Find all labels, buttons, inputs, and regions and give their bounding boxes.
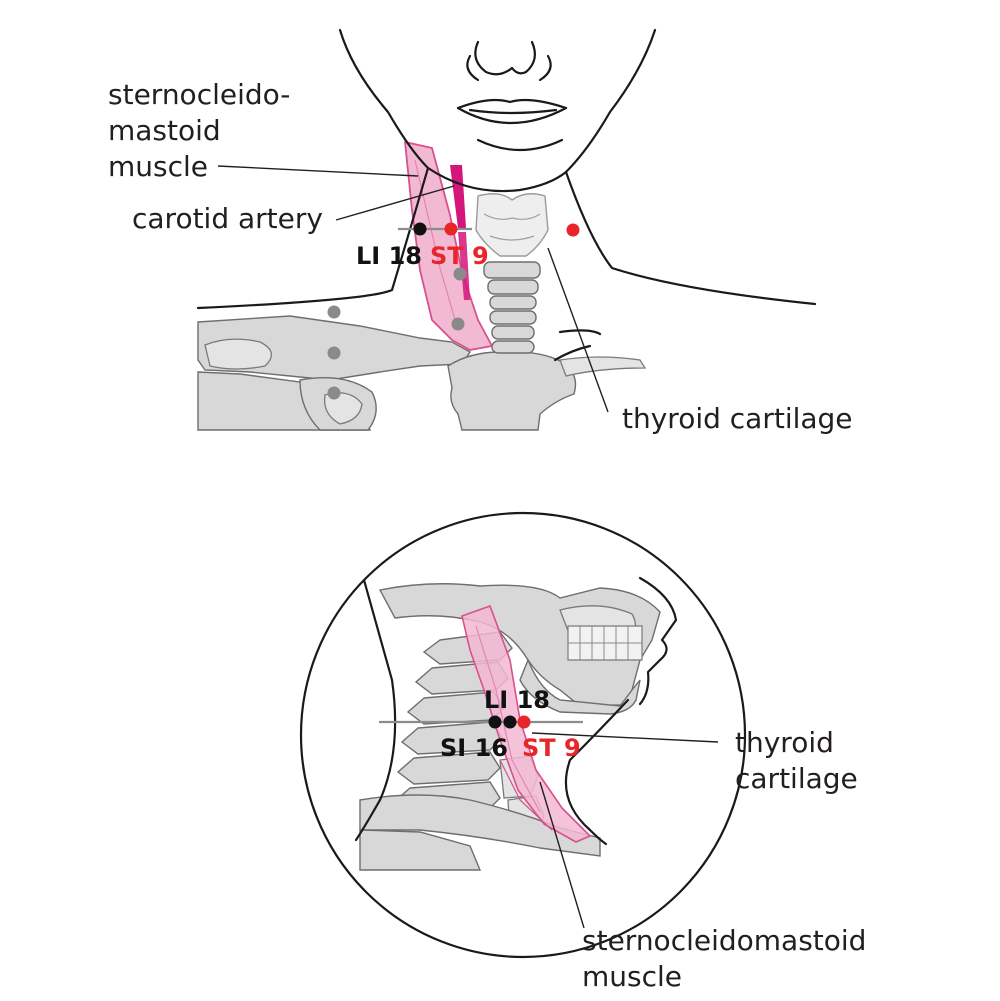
- front-thyroid-cartilage-shape: [475, 193, 549, 257]
- side-view-illustration: LI 18 SI 16 ST 9 thyroid cartilage stern…: [299, 511, 866, 993]
- front-st9-label: ST 9: [430, 242, 489, 270]
- front-carotid-leader: [335, 185, 455, 221]
- front-gray-point: [451, 317, 465, 331]
- side-li18-label: LI 18: [484, 686, 550, 714]
- side-thyroid-leader: [531, 732, 719, 743]
- side-scm-leader: [539, 781, 585, 929]
- front-view-illustration: LI 18 ST 9 sternocleido- mastoid muscle …: [108, 28, 853, 435]
- front-thyroid-label: thyroid cartilage: [622, 402, 853, 435]
- front-carotid-label: carotid artery: [132, 202, 323, 235]
- front-scm-leader: [217, 165, 419, 177]
- side-thyroid-label-line1: thyroid: [735, 726, 834, 759]
- front-gray-point: [453, 267, 467, 281]
- side-scm-label-line1: sternocleidomastoid: [582, 924, 866, 957]
- front-li18-label: LI 18: [356, 242, 422, 270]
- side-st9-label: ST 9: [522, 734, 581, 762]
- front-trachea: [483, 261, 541, 354]
- front-thyroid-leader: [547, 247, 609, 413]
- side-si16-label: SI 16: [440, 734, 508, 762]
- front-scm-label-line1: sternocleido-: [108, 78, 290, 111]
- front-st9-opposite-point: [566, 223, 580, 237]
- side-li18-point: [503, 715, 517, 729]
- side-thyroid-label-line2: cartilage: [735, 762, 858, 795]
- front-scm-label-line3: muscle: [108, 150, 208, 183]
- front-shoulder-bones: [197, 315, 647, 431]
- front-scm-label-line2: mastoid: [108, 114, 221, 147]
- side-st9-point: [517, 715, 531, 729]
- side-skull: [378, 583, 661, 715]
- front-li18-point: [413, 222, 427, 236]
- side-scm-muscle: [461, 605, 591, 843]
- side-si16-point: [488, 715, 502, 729]
- front-gray-point: [327, 346, 341, 360]
- front-gray-point: [327, 305, 341, 319]
- front-carotid-artery: [450, 165, 466, 228]
- side-scm-label-line2: muscle: [582, 960, 682, 993]
- front-head-outline: [196, 28, 817, 362]
- front-gray-point: [327, 386, 341, 400]
- side-shoulder: [359, 794, 601, 871]
- front-st9-point: [444, 222, 458, 236]
